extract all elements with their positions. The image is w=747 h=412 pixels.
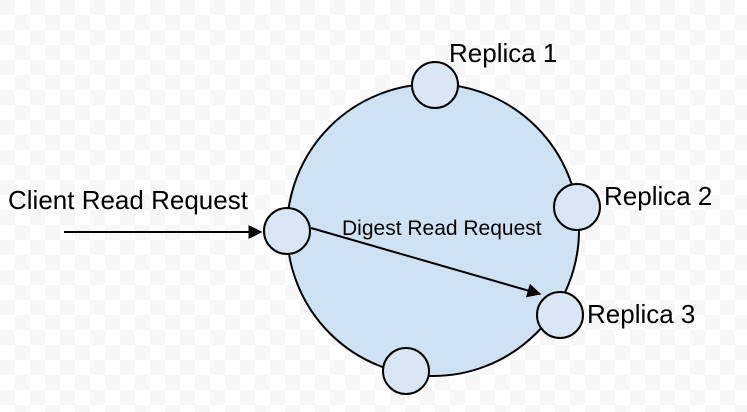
replica-1-label: Replica 1: [449, 38, 557, 68]
replica-3-label: Replica 3: [587, 299, 695, 329]
node-replica-1: [411, 61, 459, 109]
replica-2-label: Replica 2: [604, 181, 712, 211]
node-replica-3: [536, 291, 584, 339]
node-coordinator: [263, 207, 311, 255]
client-read-request-label: Client Read Request: [8, 185, 249, 215]
digest-read-arrow: [310, 227, 542, 298]
node-bottom: [382, 347, 430, 395]
digest-read-request-label: Digest Read Request: [342, 217, 542, 240]
node-replica-2: [553, 183, 601, 231]
